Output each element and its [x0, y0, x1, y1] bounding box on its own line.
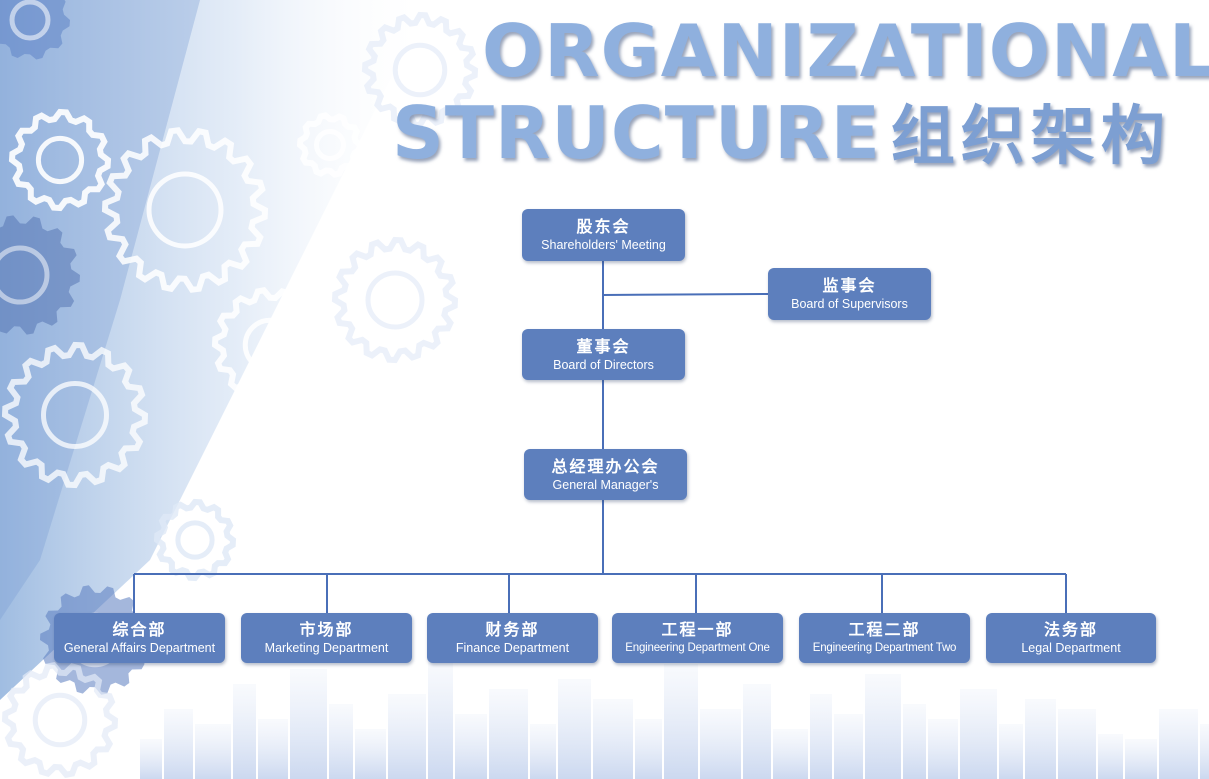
- building-shape: [329, 704, 353, 779]
- gear-icon: [153, 498, 237, 582]
- node-label-en: General Manager's: [552, 477, 659, 492]
- building-shape: [1058, 709, 1096, 779]
- node-department-engineering-two: 工程二部 Engineering Department Two: [799, 613, 970, 663]
- building-shape: [1098, 734, 1123, 779]
- building-shape: [195, 724, 231, 779]
- node-label-en: Shareholders' Meeting: [541, 238, 666, 252]
- building-shape: [233, 684, 256, 779]
- building-shape: [700, 709, 741, 779]
- node-label-zh: 法务部: [1043, 620, 1098, 639]
- city-skyline: [140, 659, 1209, 779]
- node-label-zh: 总经理办公会: [551, 456, 660, 476]
- gear-icon: [8, 108, 112, 212]
- gear-hub-icon: [146, 171, 224, 249]
- building-shape: [960, 689, 997, 779]
- gear-icon: [331, 236, 459, 364]
- gear-icon: [211, 287, 329, 403]
- gear-hub-icon: [392, 42, 448, 98]
- building-shape: [428, 659, 453, 779]
- node-label-zh: 董事会: [576, 336, 631, 356]
- node-department-general-affairs: 综合部 General Affairs Department: [54, 613, 225, 663]
- title-line-2-en: STRUCTURE: [392, 91, 881, 175]
- gear-hub-icon: [32, 692, 88, 748]
- node-general-managers-office: 总经理办公会 General Manager's: [524, 449, 687, 500]
- building-shape: [164, 709, 193, 779]
- node-department-marketing: 市场部 Marketing Department: [241, 613, 412, 663]
- building-shape: [355, 729, 386, 779]
- node-label-en: Legal Department: [1021, 641, 1121, 655]
- gear-icon: [1, 341, 149, 489]
- node-board-of-directors: 董事会 Board of Directors: [522, 329, 685, 380]
- node-label-zh: 财务部: [485, 620, 540, 639]
- gear-icon: [0, 0, 70, 60]
- building-shape: [593, 699, 633, 779]
- node-department-finance: 财务部 Finance Department: [427, 613, 598, 663]
- title-line-2-cn: 组织架构: [890, 100, 1171, 174]
- building-shape: [388, 694, 426, 779]
- building-shape: [1125, 739, 1157, 779]
- building-shape: [743, 684, 771, 779]
- gear-icon: [361, 11, 479, 129]
- building-shape: [773, 729, 808, 779]
- gear-icon: [1, 662, 119, 778]
- building-shape: [489, 689, 528, 779]
- node-label-en: Board of Supervisors: [791, 297, 908, 311]
- building-shape: [834, 714, 863, 779]
- line-to-supervisors: [602, 293, 769, 296]
- building-shape: [290, 669, 327, 779]
- building-shape: [635, 719, 662, 779]
- node-label-en: Engineering Department Two: [812, 642, 957, 654]
- building-shape: [558, 679, 591, 779]
- gear-icon: [296, 112, 364, 178]
- title-line-1: ORGANIZATIONAL: [482, 9, 1209, 93]
- gear-hub-icon: [175, 520, 215, 560]
- node-label-en: Board of Directors: [553, 357, 654, 372]
- building-shape: [140, 739, 162, 779]
- building-shape: [1025, 699, 1056, 779]
- building-shape: [530, 724, 556, 779]
- node-label-zh: 市场部: [299, 620, 354, 639]
- gear-hub-icon: [41, 381, 109, 449]
- node-label-zh: 工程二部: [848, 620, 921, 639]
- node-label-zh: 工程一部: [661, 620, 734, 639]
- node-label-en: General Affairs Department: [63, 641, 216, 655]
- building-shape: [1200, 724, 1209, 779]
- gear-icon: [0, 215, 80, 335]
- building-shape: [928, 719, 958, 779]
- building-shape: [810, 694, 832, 779]
- node-board-of-supervisors: 监事会 Board of Supervisors: [768, 268, 931, 320]
- node-label-zh: 股东会: [576, 217, 631, 236]
- node-label-en: Engineering Department One: [625, 642, 770, 654]
- node-label-en: Marketing Department: [264, 641, 389, 655]
- node-department-legal: 法务部 Legal Department: [986, 613, 1156, 663]
- gear-icon: [101, 127, 269, 293]
- node-label-en: Finance Department: [455, 641, 570, 655]
- gear-hub-icon: [242, 317, 298, 373]
- building-shape: [455, 714, 487, 779]
- node-shareholders-meeting: 股东会 Shareholders' Meeting: [522, 209, 685, 261]
- building-shape: [865, 674, 901, 779]
- gear-hub-icon: [35, 135, 85, 185]
- gear-hub-icon: [0, 245, 50, 305]
- node-department-engineering-one: 工程一部 Engineering Department One: [612, 613, 783, 663]
- gear-hub-icon: [314, 129, 346, 161]
- node-label-zh: 综合部: [112, 620, 167, 639]
- node-label-zh: 监事会: [822, 276, 877, 295]
- building-shape: [903, 704, 926, 779]
- gear-hub-icon: [9, 0, 51, 41]
- building-shape: [258, 719, 288, 779]
- building-shape: [1159, 709, 1198, 779]
- building-shape: [664, 664, 698, 779]
- gear-hub-icon: [365, 270, 425, 330]
- building-shape: [999, 724, 1023, 779]
